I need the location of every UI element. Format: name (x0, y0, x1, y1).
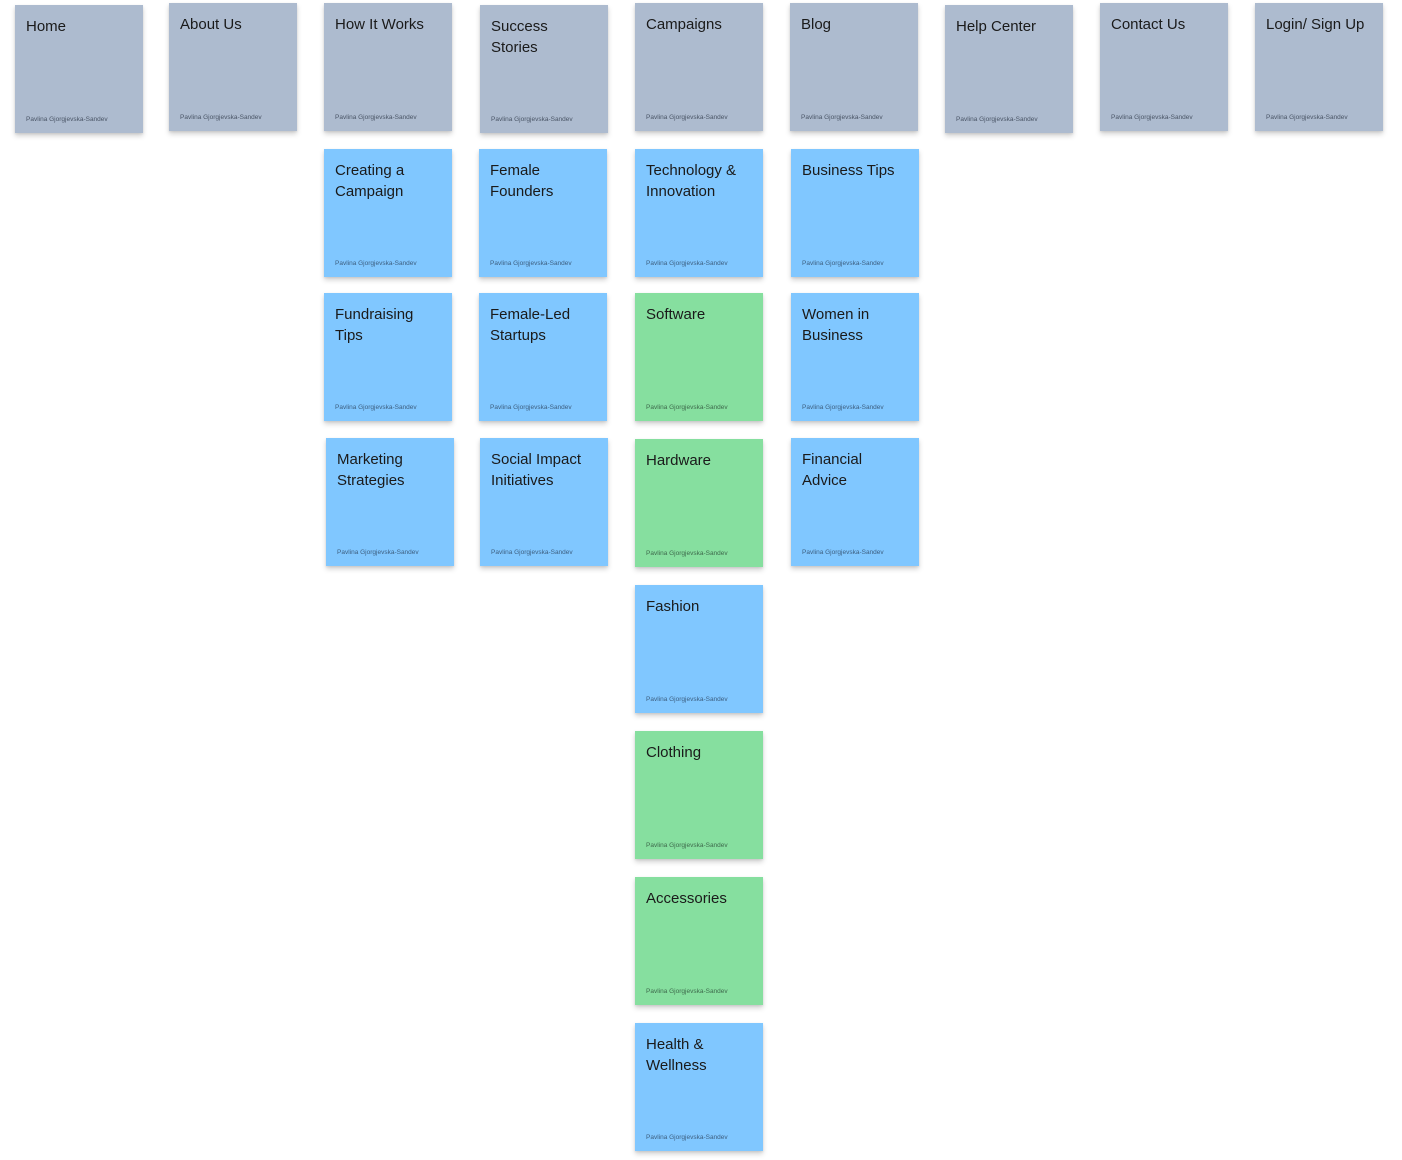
sticky-author: Pavlina Gjorgjevska-Sandev (1266, 114, 1348, 121)
sticky-author: Pavlina Gjorgjevska-Sandev (646, 1134, 728, 1141)
sticky-women-in-business[interactable]: Women in Business Pavlina Gjorgjevska-Sa… (791, 293, 919, 421)
sticky-author: Pavlina Gjorgjevska-Sandev (646, 842, 728, 849)
sticky-title: Female-Led Startups (490, 306, 571, 344)
sticky-author: Pavlina Gjorgjevska-Sandev (802, 260, 884, 267)
sticky-financial-advice[interactable]: Financial Advice Pavlina Gjorgjevska-San… (791, 438, 919, 566)
sticky-author: Pavlina Gjorgjevska-Sandev (646, 404, 728, 411)
sticky-author: Pavlina Gjorgjevska-Sandev (956, 116, 1038, 123)
sticky-fundraising-tips[interactable]: Fundraising Tips Pavlina Gjorgjevska-San… (324, 293, 452, 421)
sticky-title: Fashion (646, 598, 700, 615)
sticky-accessories[interactable]: Accessories Pavlina Gjorgjevska-Sandev (635, 877, 763, 1005)
sticky-hardware[interactable]: Hardware Pavlina Gjorgjevska-Sandev (635, 439, 763, 567)
sticky-author: Pavlina Gjorgjevska-Sandev (335, 114, 417, 121)
sticky-title: Financial Advice (802, 451, 863, 489)
sticky-title: Login/ Sign Up (1266, 16, 1365, 33)
sticky-title: Campaigns (646, 16, 722, 33)
sticky-title: Marketing Strategies (337, 451, 405, 489)
sticky-author: Pavlina Gjorgjevska-Sandev (335, 404, 417, 411)
sticky-help-center[interactable]: Help Center Pavlina Gjorgjevska-Sandev (945, 5, 1073, 133)
sticky-author: Pavlina Gjorgjevska-Sandev (646, 114, 728, 121)
sticky-title: Clothing (646, 744, 702, 761)
sticky-author: Pavlina Gjorgjevska-Sandev (1111, 114, 1193, 121)
sticky-blog[interactable]: Blog Pavlina Gjorgjevska-Sandev (790, 3, 918, 131)
sticky-title: Female Founders (490, 162, 554, 200)
sticky-title: Social Impact Initiatives (491, 451, 582, 489)
sticky-author: Pavlina Gjorgjevska-Sandev (646, 988, 728, 995)
sticky-author: Pavlina Gjorgjevska-Sandev (337, 549, 419, 556)
sticky-clothing[interactable]: Clothing Pavlina Gjorgjevska-Sandev (635, 731, 763, 859)
sticky-marketing-strategies[interactable]: Marketing Strategies Pavlina Gjorgjevska… (326, 438, 454, 566)
sticky-author: Pavlina Gjorgjevska-Sandev (491, 116, 573, 123)
sticky-author: Pavlina Gjorgjevska-Sandev (802, 404, 884, 411)
sticky-health-wellness[interactable]: Health & Wellness Pavlina Gjorgjevska-Sa… (635, 1023, 763, 1151)
sticky-how-it-works[interactable]: How It Works Pavlina Gjorgjevska-Sandev (324, 3, 452, 131)
sticky-title: Software (646, 306, 706, 323)
sticky-title: Creating a Campaign (335, 162, 405, 200)
sticky-author: Pavlina Gjorgjevska-Sandev (646, 260, 728, 267)
sticky-login-sign-up[interactable]: Login/ Sign Up Pavlina Gjorgjevska-Sande… (1255, 3, 1383, 131)
sticky-title: Contact Us (1111, 16, 1186, 33)
sticky-success-stories[interactable]: Success Stories Pavlina Gjorgjevska-Sand… (480, 5, 608, 133)
sticky-title: About Us (180, 16, 242, 33)
sticky-title: Business Tips (802, 162, 895, 179)
sticky-software[interactable]: Software Pavlina Gjorgjevska-Sandev (635, 293, 763, 421)
sticky-business-tips[interactable]: Business Tips Pavlina Gjorgjevska-Sandev (791, 149, 919, 277)
sticky-title: Accessories (646, 890, 727, 907)
sticky-title: Blog (801, 16, 832, 33)
sticky-title: Women in Business (802, 306, 870, 344)
sticky-social-impact-initiatives[interactable]: Social Impact Initiatives Pavlina Gjorgj… (480, 438, 608, 566)
sticky-author: Pavlina Gjorgjevska-Sandev (180, 114, 262, 121)
sticky-creating-a-campaign[interactable]: Creating a Campaign Pavlina Gjorgjevska-… (324, 149, 452, 277)
sticky-author: Pavlina Gjorgjevska-Sandev (646, 696, 728, 703)
sticky-author: Pavlina Gjorgjevska-Sandev (490, 404, 572, 411)
sticky-author: Pavlina Gjorgjevska-Sandev (802, 549, 884, 556)
sticky-technology-innovation[interactable]: Technology & Innovation Pavlina Gjorgjev… (635, 149, 763, 277)
sticky-title: Home (26, 18, 67, 35)
sticky-author: Pavlina Gjorgjevska-Sandev (491, 549, 573, 556)
sticky-contact-us[interactable]: Contact Us Pavlina Gjorgjevska-Sandev (1100, 3, 1228, 131)
sticky-title: Help Center (956, 18, 1037, 35)
sticky-female-led-startups[interactable]: Female-Led Startups Pavlina Gjorgjevska-… (479, 293, 607, 421)
sticky-title: How It Works (335, 16, 424, 33)
sticky-fashion[interactable]: Fashion Pavlina Gjorgjevska-Sandev (635, 585, 763, 713)
sticky-campaigns[interactable]: Campaigns Pavlina Gjorgjevska-Sandev (635, 3, 763, 131)
sticky-author: Pavlina Gjorgjevska-Sandev (335, 260, 417, 267)
sticky-title: Hardware (646, 452, 712, 469)
sticky-home[interactable]: Home Pavlina Gjorgjevska-Sandev (15, 5, 143, 133)
sticky-author: Pavlina Gjorgjevska-Sandev (490, 260, 572, 267)
sticky-title: Success Stories (491, 18, 548, 56)
sticky-author: Pavlina Gjorgjevska-Sandev (646, 550, 728, 557)
sticky-title: Fundraising Tips (335, 306, 414, 344)
sticky-author: Pavlina Gjorgjevska-Sandev (26, 116, 108, 123)
sticky-title: Technology & Innovation (646, 162, 737, 200)
sticky-about-us[interactable]: About Us Pavlina Gjorgjevska-Sandev (169, 3, 297, 131)
sticky-author: Pavlina Gjorgjevska-Sandev (801, 114, 883, 121)
sticky-title: Health & Wellness (646, 1036, 707, 1074)
sticky-female-founders[interactable]: Female Founders Pavlina Gjorgjevska-Sand… (479, 149, 607, 277)
